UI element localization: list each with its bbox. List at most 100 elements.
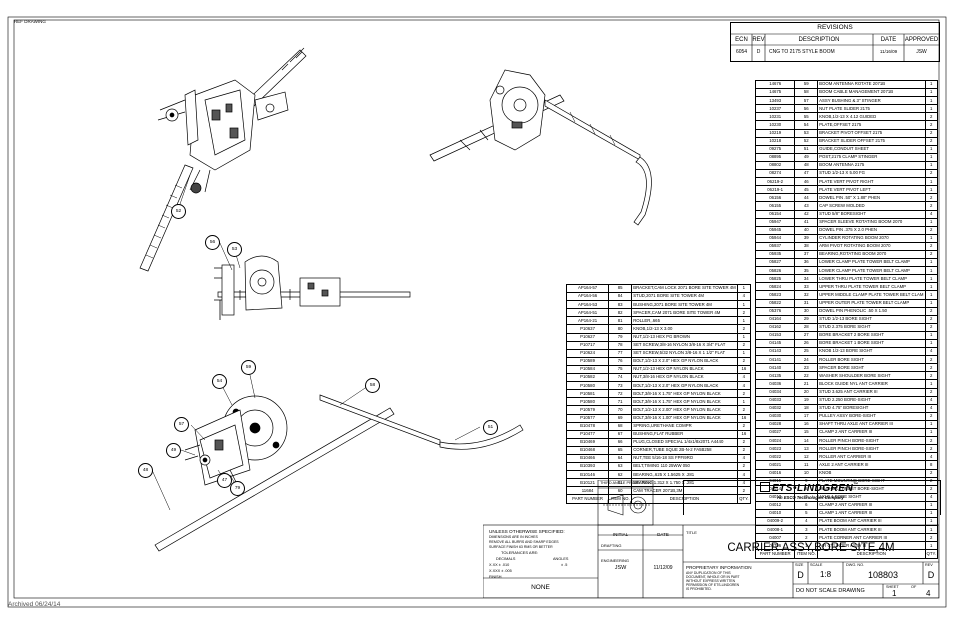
- bom-cell-part-number: P10582: [565, 373, 610, 383]
- bom-cell-part-number: 06155: [754, 201, 796, 211]
- bom-cell-qty: 2: [736, 405, 752, 415]
- bom-cell-description: SPACER,CAM 2071 BORE SITE TOWER 4M: [631, 308, 738, 318]
- tolerance-xxx: X.XXX ± .005: [489, 569, 512, 573]
- rev-description: CNG TO 2175 STYLE BOOM: [769, 49, 835, 55]
- logo-mark-icon: [760, 482, 770, 492]
- bom-cell-qty: 2: [924, 120, 938, 130]
- bom-cell-qty: 1: [736, 348, 752, 358]
- bom-cell-description: CLAMP 2 ANT CARRIER III: [817, 428, 926, 438]
- bom-cell-part-number: 04024: [754, 436, 796, 446]
- bom-cell-item-no: 32: [794, 290, 819, 300]
- bom-cell-qty: 1: [924, 88, 938, 98]
- bom-cell-item-no: 43: [794, 201, 819, 211]
- bom-cell-part-number: 05825: [754, 274, 796, 284]
- bom-cell-description: BOOM ANTENNA ROTATE 2071B: [817, 79, 926, 90]
- bom-cell-part-number: 04027: [754, 428, 796, 438]
- decimals-label: DECIMALS: [496, 557, 516, 561]
- bom-cell-part-number: B10393: [565, 462, 610, 472]
- bom-cell-item-no: 42: [794, 209, 819, 219]
- bom-cell-description: WASHER SHOULDER BORE SIGHT: [817, 371, 926, 381]
- bom-cell-qty: 1: [924, 428, 938, 438]
- bom-cell-description: ROLLER BORE SIGHT: [817, 355, 926, 365]
- bom-cell-item-no: 51: [794, 144, 819, 154]
- bom-cell-part-number: 10231: [754, 112, 796, 122]
- bom-cell-description: DOWEL PIN .50" X 1.88" PHEN: [817, 193, 926, 203]
- bom-cell-part-number: B10146: [565, 470, 610, 480]
- bom-cell-part-number: P10624: [565, 348, 610, 358]
- bom-cell-description: BEARING,ROTATING BOOM 2070: [817, 249, 926, 260]
- bom-cell-item-no: 25: [794, 347, 819, 357]
- bom-cell-item-no: 75: [608, 364, 633, 375]
- bom-cell-qty: 1: [924, 290, 938, 300]
- inner-border: [13, 19, 940, 599]
- bom-cell-description: BRACKET SLIDER OFFSET 2175: [817, 136, 926, 146]
- bom-cell-description: UPPER THRU PLATE TOWER BELT CLAMP: [817, 282, 926, 292]
- bom-cell-item-no: 26: [794, 338, 819, 349]
- bom-cell-qty: 2: [924, 128, 938, 138]
- date-label: DATE: [657, 532, 669, 537]
- bom-cell-description: STUD 2.375 BORE SIGHT: [817, 322, 926, 332]
- bom-cell-qty: 4: [924, 403, 938, 413]
- bom-cell-description: SHAFT THRU AXLE ANT CARRIER III: [817, 419, 926, 430]
- bom-cell-description: KNOB 1/2-13 BORE SIGHT: [817, 347, 926, 357]
- bom-cell-part-number: 04145: [754, 338, 796, 349]
- bom-cell-qty: 1: [924, 274, 938, 284]
- bom-cell-part-number: AP164-53: [565, 300, 610, 310]
- bom-cell-description: STUD 2.250 BORE-SIGHT: [817, 395, 926, 405]
- bom-cell-item-no: 62: [608, 470, 633, 480]
- company-subtitle: An ESCO Technologies Company: [777, 495, 844, 500]
- bom-cell-item-no: 33: [794, 282, 819, 292]
- bom-cell-item-no: 57: [794, 96, 819, 106]
- bom-cell-qty: 2: [924, 193, 938, 203]
- bom-cell-part-number: B10478: [565, 421, 610, 431]
- bom-cell-item-no: 73: [608, 381, 633, 391]
- bom-cell-part-number: P10581: [565, 389, 610, 399]
- bom-cell-part-number: P10627: [565, 332, 610, 342]
- bom-cell-qty: 1: [924, 298, 938, 308]
- bom-cell-part-number: 04153: [754, 330, 796, 341]
- bom-cell-qty: 4: [924, 395, 938, 405]
- engineering-label: ENGINEERING: [601, 558, 630, 563]
- title-block-grid: [483, 480, 939, 598]
- bom-cell-description: BOLT,1/2-13 X 2.0" HEX GP NYLON BLACK: [631, 356, 738, 366]
- angles-label: ANGLES: [553, 557, 569, 561]
- bom-cell-description: ROLLER,.665: [631, 316, 738, 326]
- bom-cell-item-no: 14: [794, 436, 819, 446]
- bom-cell-item-no: 40: [794, 225, 819, 235]
- rev-header-approved: APPROVED: [904, 37, 939, 43]
- bom-cell-description: STUD 1/2-13 X 5.00 FG: [817, 169, 926, 179]
- of-label: OF: [911, 585, 917, 589]
- bom-cell-description: GUIDE,CONDUIT SHEET: [817, 144, 926, 154]
- bom-cell-description: LOWER CLAMP PLATE TOWER BELT CLAMP: [817, 258, 926, 268]
- bom-cell-part-number: AP164-56: [565, 292, 610, 302]
- bom-cell-description: STUD 3.625 ANT CARRIER III: [817, 387, 926, 397]
- bom-cell-description: NUT PLATE SLIDER 2175: [817, 104, 926, 114]
- bom-cell-part-number: 04016: [754, 468, 796, 478]
- bom-cell-qty: 1: [736, 332, 752, 342]
- rev-header-desc: DESCRIPTION: [798, 37, 840, 43]
- bom-cell-description: STUD,2071 BORE SITE TOWER 4M: [631, 292, 738, 302]
- sheet-label: SHEET: [886, 585, 899, 589]
- bom-cell-part-number: 04135: [754, 371, 796, 381]
- revisions-title: REVISIONS: [817, 24, 853, 31]
- bom-cell-part-number: 06219-1: [754, 185, 796, 195]
- bom-cell-item-no: 15: [794, 428, 819, 438]
- bom-cell-qty: 2: [736, 462, 752, 472]
- bom-cell-part-number: 06154: [754, 209, 796, 219]
